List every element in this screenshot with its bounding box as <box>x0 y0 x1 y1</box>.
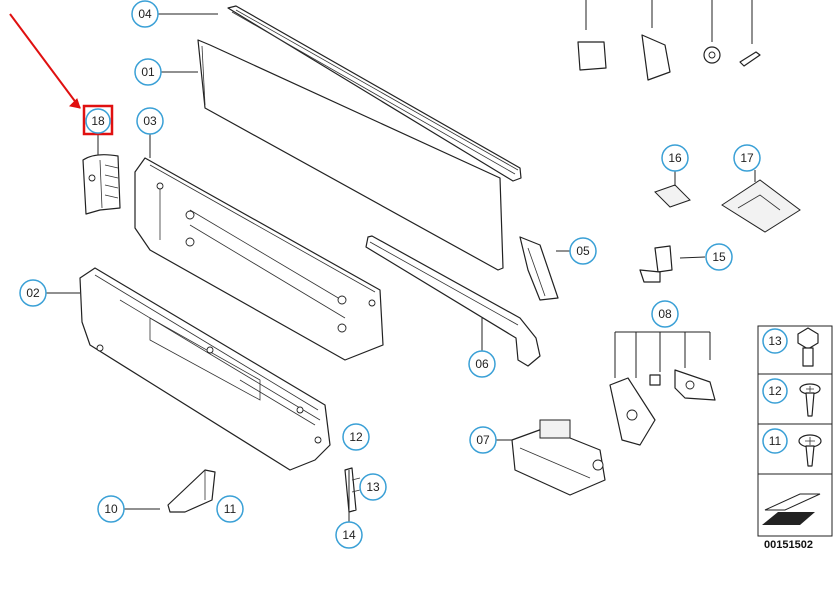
callout-16-label: 16 <box>668 151 682 165</box>
part-10-l-bracket[interactable] <box>167 469 216 513</box>
callout-11[interactable]: 11 <box>216 495 244 523</box>
callout-12-label: 12 <box>349 430 363 444</box>
legend-item-11-label: 11 <box>769 434 782 448</box>
direction-arrow-icon <box>762 493 821 525</box>
part-16-pad[interactable] <box>654 171 691 208</box>
callout-13-label: 13 <box>366 480 380 494</box>
callout-01[interactable]: 01 <box>134 58 162 86</box>
callout-01-label: 01 <box>141 65 155 79</box>
part-05-side-guide[interactable] <box>519 236 559 301</box>
callout-07-label: 07 <box>476 433 490 447</box>
callout-14-label: 14 <box>342 528 356 542</box>
legend-item-11[interactable]: 11 <box>762 428 822 467</box>
callout-12[interactable]: 12 <box>342 423 370 451</box>
bolt-part[interactable] <box>739 0 761 67</box>
part-01-window-glass[interactable] <box>197 39 504 271</box>
part-06-seal-rail[interactable] <box>365 235 541 367</box>
callout-10-label: 10 <box>104 502 118 516</box>
callout-17[interactable]: 17 <box>733 144 761 172</box>
part-17-sheet[interactable] <box>721 170 801 233</box>
torx-screw-icon <box>799 383 821 417</box>
legend-item-13-label: 13 <box>768 334 782 348</box>
part-18-bracket[interactable] <box>82 154 121 215</box>
callout-10[interactable]: 10 <box>97 495 125 523</box>
callout-03[interactable]: 03 <box>136 107 164 135</box>
highlight-arrow <box>9 13 114 136</box>
callout-03-label: 03 <box>143 114 157 128</box>
callout-15-label: 15 <box>712 250 726 264</box>
callout-18-label: 18 <box>91 114 105 128</box>
callout-14[interactable]: 14 <box>335 521 363 549</box>
callout-06-label: 06 <box>475 357 489 371</box>
callout-18[interactable]: 18 <box>85 108 111 134</box>
callout-02[interactable]: 02 <box>19 279 47 307</box>
callout-05[interactable]: 05 <box>569 237 597 265</box>
callout-04-label: 04 <box>138 7 152 21</box>
flange-screw-icon <box>798 434 822 467</box>
callout-11-label: 11 <box>224 502 237 516</box>
part-15-small-bracket[interactable] <box>639 245 706 283</box>
part-02-lower-frame[interactable] <box>79 267 331 471</box>
callout-16[interactable]: 16 <box>661 144 689 172</box>
callout-02-label: 02 <box>26 286 40 300</box>
part-04-seal-strip[interactable] <box>227 5 522 182</box>
legend-item-12-label: 12 <box>768 384 782 398</box>
callout-08-label: 08 <box>658 307 672 321</box>
clip-part-b[interactable] <box>641 0 671 81</box>
part-08-bracket-group[interactable] <box>609 331 716 446</box>
callout-05-label: 05 <box>576 244 590 258</box>
reference-code: 00151502 <box>764 539 813 551</box>
fastener-legend: 13 12 11 <box>757 325 833 537</box>
part-03-inner-panel[interactable] <box>134 157 384 361</box>
leader-lines <box>46 13 570 522</box>
callout-08[interactable]: 08 <box>651 300 679 328</box>
legend-item-13[interactable]: 13 <box>762 327 819 367</box>
callout-17-label: 17 <box>740 151 754 165</box>
callout-13[interactable]: 13 <box>359 473 387 501</box>
clip-part-a[interactable] <box>577 0 607 71</box>
nut-part[interactable] <box>703 0 721 64</box>
callout-04[interactable]: 04 <box>131 0 159 28</box>
callout-07[interactable]: 07 <box>469 426 497 454</box>
legend-item-12[interactable]: 12 <box>762 378 821 417</box>
hex-bolt-icon <box>797 327 819 367</box>
part-07-motor[interactable] <box>511 419 606 496</box>
callout-15[interactable]: 15 <box>705 243 733 271</box>
callout-06[interactable]: 06 <box>468 350 496 378</box>
part-14-clip[interactable] <box>344 467 361 513</box>
